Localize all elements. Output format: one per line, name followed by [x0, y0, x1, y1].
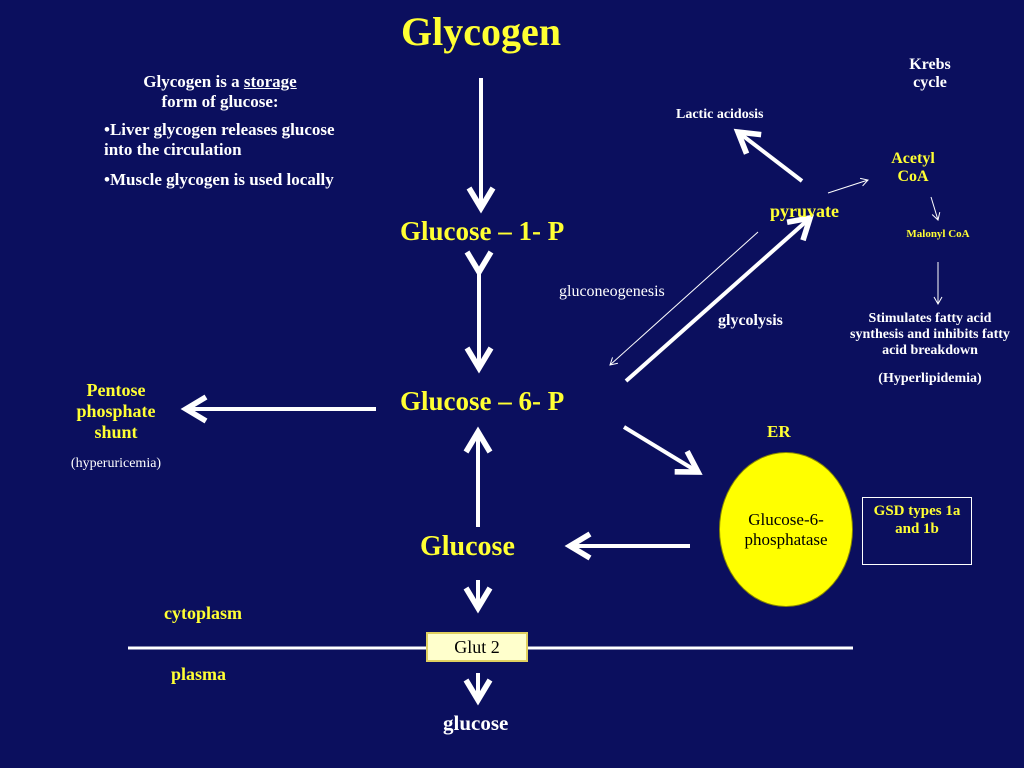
node-glucose: Glucose: [420, 531, 515, 562]
glut2-label: Glut 2: [454, 637, 500, 657]
label-cytoplasm: cytoplasm: [164, 603, 242, 623]
arrow-pyruvate-to-acetyl: [827, 177, 869, 194]
node-pentose-phosphate-shunt: Pentose phosphate shunt: [76, 380, 156, 442]
gsd-types-box: GSD types 1a and 1b: [862, 497, 972, 565]
enzyme-glucose-6-phosphatase: Glucose-6-phosphatase: [719, 452, 853, 607]
node-acetyl-coa: Acetyl CoA: [891, 150, 935, 185]
note-lead-underlined: storage: [243, 72, 297, 91]
arrow-acetyl-to-malonyl: [930, 196, 941, 221]
node-fatty-acid-effects: Stimulates fatty acid synthesis and inhi…: [850, 311, 1010, 358]
node-pyruvate: pyruvate: [770, 201, 839, 221]
node-hyperlipidemia: (Hyperlipidemia): [878, 371, 982, 386]
node-malonyl-coa: Malonyl CoA: [906, 228, 970, 240]
label-er: ER: [767, 422, 791, 441]
arrow-pyruvate-to-lactic: [733, 128, 804, 183]
node-lactic-acidosis: Lactic acidosis: [676, 107, 764, 122]
label-glycolysis: glycolysis: [718, 312, 783, 329]
node-krebs-cycle: Krebs cycle: [909, 56, 951, 91]
note-bullet-muscle: •Muscle glycogen is used locally: [104, 170, 334, 189]
gsd-types-label: GSD types 1a and 1b: [873, 503, 961, 537]
note-lead-suffix: form of glucose:: [161, 92, 279, 111]
note-bullet-liver: •Liver glycogen releases glucose into th…: [104, 120, 335, 159]
arrow-g6p-to-er: [622, 425, 703, 475]
arrow-glycolysis: [624, 214, 815, 383]
node-hyperuricemia: (hyperuricemia): [70, 456, 162, 471]
enzyme-label: Glucose-6-phosphatase: [744, 509, 828, 549]
node-glucose-extracellular: glucose: [443, 711, 509, 735]
arrow-gluconeogenesis: [609, 231, 759, 366]
label-plasma: plasma: [171, 664, 227, 684]
glut2-transporter: Glut 2: [426, 632, 528, 662]
node-glucose-1-phosphate: Glucose – 1- P: [400, 216, 565, 246]
page-title: Glycogen: [401, 9, 561, 54]
node-glucose-6-phosphate: Glucose – 6- P: [400, 386, 565, 416]
note-lead-prefix: Glycogen is a: [143, 72, 244, 91]
label-gluconeogenesis: gluconeogenesis: [559, 283, 665, 300]
